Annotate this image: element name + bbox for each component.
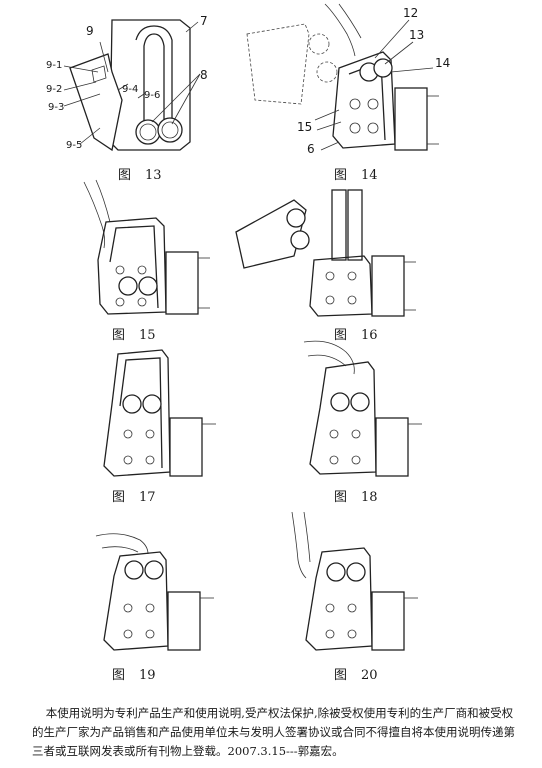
figure-17-drawing <box>103 349 216 477</box>
figure-13-drawing <box>63 19 201 152</box>
footer-notice: 本使用说明为专利产品生产和使用说明,受产权法保护,除被受权使用专利的生产厂商和被… <box>32 706 515 758</box>
fig14-label-5: 6 <box>307 142 315 156</box>
figure-19-drawing <box>95 533 214 651</box>
figure-16 <box>234 180 424 320</box>
fig13-label-2: 7 <box>200 14 208 28</box>
figure-20 <box>286 508 436 658</box>
fig13-label-4: 9-2 <box>46 84 63 95</box>
fig14-label-4: 15 <box>297 120 313 134</box>
figure-15 <box>70 178 220 318</box>
figure-16-drawing <box>235 189 416 317</box>
figure-20-drawing <box>291 511 418 651</box>
fig13-label-6: 9-4 <box>122 84 139 95</box>
fig14-label-1: 12 <box>403 6 419 20</box>
fig13-label-1: 9 <box>86 24 94 38</box>
figure-17 <box>90 342 230 482</box>
fig14-label-3: 14 <box>435 56 451 70</box>
figure-13: 9 7 9-1 9-2 9-3 9-4 9-6 8 9-5 <box>40 10 230 160</box>
fig14-label-2: 13 <box>409 28 425 42</box>
figure-18-drawing <box>303 340 422 477</box>
figure-14: 12 13 14 15 6 <box>235 3 475 164</box>
fig13-label-9: 9-5 <box>66 140 83 151</box>
fig13-label-8: 8 <box>200 68 208 82</box>
fig13-label-3: 9-1 <box>46 60 63 71</box>
fig13-label-5: 9-3 <box>48 102 65 113</box>
figure-15-drawing <box>83 179 210 315</box>
fig13-label-7: 9-6 <box>144 90 161 101</box>
figure-18 <box>290 332 440 482</box>
figure-19 <box>86 516 236 656</box>
figure-14-drawing <box>246 3 439 151</box>
